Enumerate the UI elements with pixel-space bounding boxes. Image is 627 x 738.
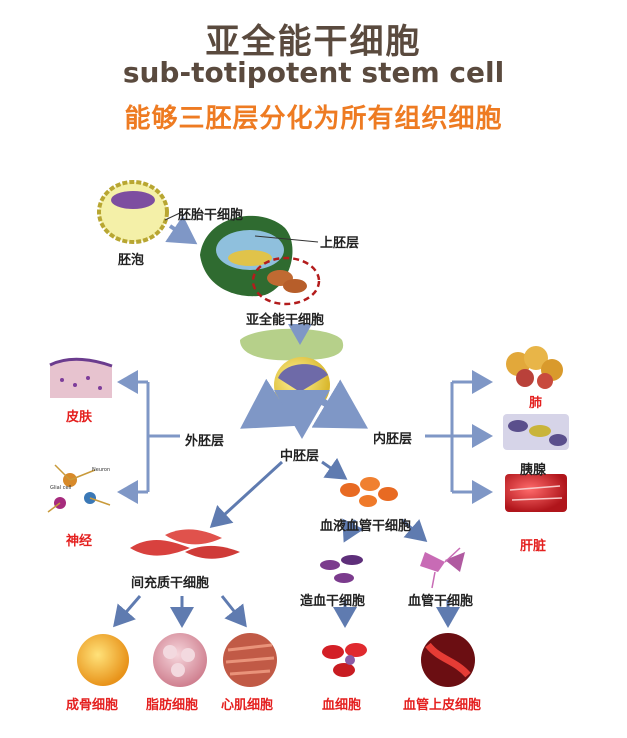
epiblast-highlight-circle (251, 256, 321, 306)
mesenchymal-cells-icon (130, 529, 240, 559)
osteoblast-cell-icon (77, 634, 129, 686)
label-osteoblast: 成骨细胞 (66, 698, 119, 713)
label-sub-totipotent-stem-cell: 亚全能干细胞 (246, 313, 325, 328)
leader-embryonic-stem-cell (164, 211, 183, 221)
label-ectoderm: 外胚层 (185, 434, 225, 449)
label-pancreas: 胰腺 (520, 463, 547, 478)
vascular-cells-icon (420, 547, 465, 589)
label-epiblast: 上胚层 (320, 236, 360, 251)
label-nerve: 神经 (66, 534, 93, 549)
hematopoietic-cells-icon (320, 555, 363, 583)
label-vascular-stem-cell: 血管干细胞 (408, 594, 474, 609)
label-blastocyst: 胚泡 (118, 253, 145, 268)
subtitle-chinese: 能够三胚层分化为所有组织细胞 (124, 104, 503, 134)
cardiomyocyte-cell-icon (223, 633, 277, 687)
label-blood-cell: 血细胞 (322, 698, 362, 713)
page-title: 亚全能干细胞 (205, 22, 422, 62)
label-endothelial-cell: 血管上皮细胞 (403, 698, 482, 713)
hemangioblast-cells-icon (340, 477, 398, 507)
label-hematopoietic-stem-cell: 造血干细胞 (300, 594, 366, 609)
arrow-to-endoderm (311, 379, 369, 429)
arrow-blastocyst-to-embryo (165, 215, 198, 245)
endothelial-cell-icon (421, 633, 475, 687)
nerve-cells-icon (47, 464, 111, 513)
pancreas-tissue-icon (503, 414, 569, 450)
label-lung: 肺 (529, 396, 543, 411)
lung-tissue-icon (506, 346, 563, 389)
skin-tissue-icon (49, 357, 113, 398)
label-skin: 皮肤 (66, 410, 93, 425)
label-hemangioblast: 血液血管干细胞 (320, 519, 412, 534)
leader-epiblast (254, 235, 319, 243)
glial-tag: Glial cell (50, 485, 71, 491)
label-mesenchymal-stem-cell: 间充质干细胞 (131, 576, 210, 591)
arrow-to-ectoderm (240, 378, 297, 429)
neuron-tag: Neuron (92, 467, 110, 473)
label-mesoderm: 中胚层 (280, 449, 320, 464)
blastocyst-icon (97, 180, 169, 244)
arrow-to-hemangioblast (321, 457, 348, 480)
endoderm-bracket (425, 370, 493, 504)
label-endoderm: 内胚层 (373, 432, 413, 447)
blood-cell-icon (322, 643, 367, 677)
ectoderm-bracket (117, 370, 180, 504)
arrow-to-hematopoietic (342, 518, 364, 543)
label-liver: 肝脏 (520, 539, 547, 554)
arrow-to-mesenchymal (209, 460, 284, 529)
label-embryonic-stem-cell: 胚胎干细胞 (178, 208, 244, 223)
arrow-to-vascular (401, 518, 428, 542)
epiblast-cells-icon (267, 270, 307, 293)
liver-tissue-icon (505, 474, 567, 512)
arrow-to-cardiomyocyte (220, 595, 247, 628)
arrow-to-osteoblast (113, 595, 142, 628)
label-cardiomyocyte: 心肌细胞 (221, 698, 274, 713)
adipocyte-cell-icon (153, 633, 207, 687)
label-adipocyte: 脂肪细胞 (146, 698, 199, 713)
subtitle-english: sub-totipotent stem cell (122, 56, 505, 89)
sub-totipotent-cell-icon (240, 328, 344, 413)
